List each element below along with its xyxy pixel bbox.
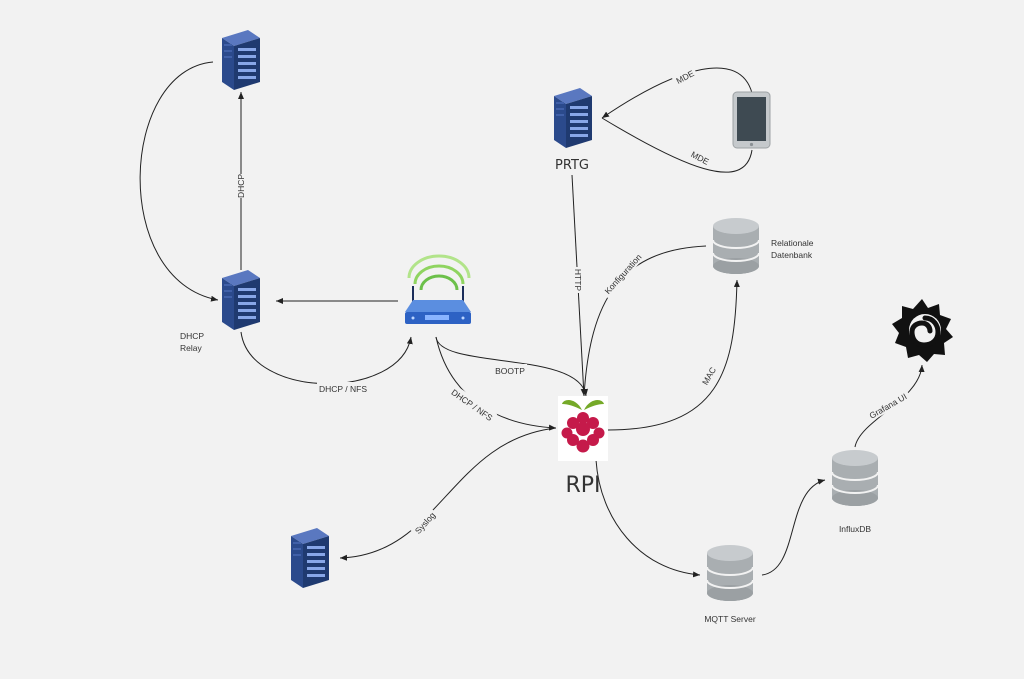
svg-text:DHCP / NFS: DHCP / NFS xyxy=(449,387,494,423)
influxdb-label: InfluxDB xyxy=(839,524,871,534)
prtg-label: PRTG xyxy=(555,158,589,173)
server-rack-icon xyxy=(222,270,260,330)
edge-label-http: HTTP xyxy=(573,267,584,293)
edge-mde-top xyxy=(601,67,753,119)
edge-mqtt-influx xyxy=(761,478,826,576)
influxdb-node[interactable] xyxy=(831,449,879,507)
edge-label-konfiguration: Konfiguration xyxy=(599,248,646,299)
edge-dhcp-nfs-relay xyxy=(240,331,413,385)
rpi-label: RPI xyxy=(565,473,600,498)
wifi-router-icon xyxy=(405,254,471,324)
mqtt-node[interactable] xyxy=(706,544,754,602)
edge-label-mde-bottom: MDE xyxy=(687,147,714,169)
edge-label-grafana-ui: Grafana UI xyxy=(864,388,912,423)
dhcp-relay-label-line2: Relay xyxy=(180,343,202,353)
svg-text:Grafana UI: Grafana UI xyxy=(867,391,908,420)
prtg-node[interactable] xyxy=(554,88,592,148)
svg-text:BOOTP: BOOTP xyxy=(495,366,525,376)
edge-mde-bottom xyxy=(601,117,753,173)
rpi-node[interactable] xyxy=(558,396,608,461)
edge-label-dhcp-nfs-rpi: DHCP / NFS xyxy=(447,384,498,425)
svg-text:DHCP: DHCP xyxy=(236,174,246,198)
server-top[interactable] xyxy=(222,30,260,90)
grafana-logo-icon xyxy=(892,299,953,362)
edge-syslog xyxy=(339,427,557,561)
edge-label-dhcp-nfs-relay: DHCP / NFS xyxy=(317,382,369,394)
syslog-server-node[interactable] xyxy=(291,528,329,588)
tablet-node[interactable] xyxy=(732,91,771,149)
dhcp-relay-label-line1: DHCP xyxy=(180,331,204,341)
raspberry-pi-icon xyxy=(558,396,608,461)
edge-label-mde-top: MDE xyxy=(671,66,698,88)
mqtt-label: MQTT Server xyxy=(704,614,755,624)
server-rack-icon xyxy=(291,528,329,588)
edge-mac xyxy=(607,279,740,431)
relational-db-node[interactable] xyxy=(712,217,760,275)
svg-text:Syslog: Syslog xyxy=(413,510,438,536)
database-icon xyxy=(712,217,760,275)
database-icon xyxy=(831,449,879,507)
relational-db-label-line2: Datenbank xyxy=(771,250,813,260)
router-node[interactable] xyxy=(405,254,471,324)
svg-text:Konfiguration: Konfiguration xyxy=(603,252,644,296)
relational-db-label-line1: Relationale xyxy=(771,238,814,248)
server-rack-icon xyxy=(554,88,592,148)
edge-konfiguration xyxy=(583,245,707,397)
server-rack-icon xyxy=(222,30,260,90)
edge-label-dhcp-vertical: DHCP xyxy=(235,174,246,198)
dhcp-relay-node[interactable] xyxy=(222,270,260,330)
svg-text:HTTP: HTTP xyxy=(573,269,583,292)
edge-bootp xyxy=(435,336,589,397)
database-icon xyxy=(706,544,754,602)
tablet-icon xyxy=(732,91,771,149)
edge-label-syslog: Syslog xyxy=(410,507,439,538)
edge-server-loop xyxy=(139,61,219,302)
edge-label-bootp: BOOTP xyxy=(493,364,527,376)
svg-text:DHCP / NFS: DHCP / NFS xyxy=(319,384,367,394)
grafana-node[interactable] xyxy=(892,299,953,362)
edge-rpi-mqtt xyxy=(595,459,701,578)
